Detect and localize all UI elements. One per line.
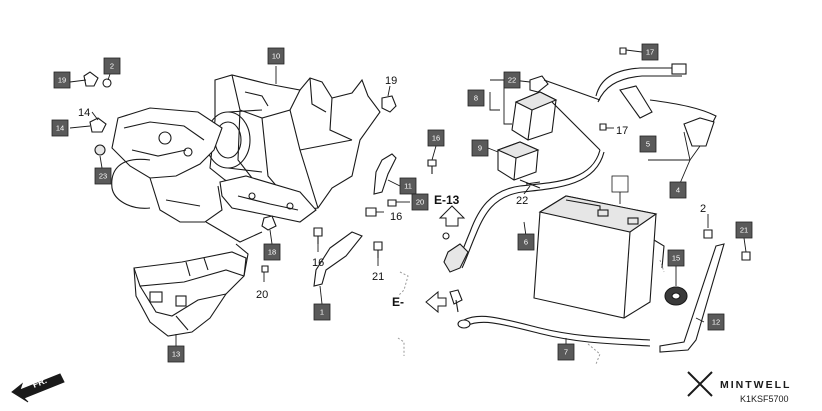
svg-text:11: 11 xyxy=(404,182,412,191)
svg-text:23: 23 xyxy=(99,172,107,181)
callout-20: 20 xyxy=(411,193,429,211)
callout-21: 21 xyxy=(735,221,753,239)
callout-5: 5 xyxy=(639,135,657,153)
svg-text:8: 8 xyxy=(474,94,478,103)
svg-text:22: 22 xyxy=(508,76,516,85)
ref-e13: E-13 xyxy=(434,193,460,207)
front-direction-arrow: FR. xyxy=(11,373,65,403)
callout-8: 8 xyxy=(467,89,485,107)
callout-16: 16 xyxy=(427,129,445,147)
brand-logo: MINTWELL K1KSF5700 xyxy=(687,371,791,404)
callout-3 xyxy=(611,175,629,193)
label-22: 22 xyxy=(516,195,528,207)
callout-9: 9 xyxy=(471,139,489,157)
diagram-code: K1KSF5700 xyxy=(740,394,789,404)
fuse-box xyxy=(511,75,601,151)
reference-arrows xyxy=(425,205,466,314)
callout-13: 13 xyxy=(167,345,185,363)
svg-text:20: 20 xyxy=(416,198,424,207)
callout-11: 11 xyxy=(399,177,417,195)
svg-text:2: 2 xyxy=(110,62,114,71)
callout-7: 7 xyxy=(557,343,575,361)
svg-text:16: 16 xyxy=(432,134,440,143)
battery-stay xyxy=(659,229,751,353)
starter-relay xyxy=(496,141,541,189)
callout-14: 14 xyxy=(51,119,69,137)
label-16-b: 16 xyxy=(312,257,324,269)
callout-2: 2 xyxy=(103,57,121,75)
battery xyxy=(533,195,665,319)
label-17: 17 xyxy=(616,125,628,137)
svg-text:14: 14 xyxy=(56,124,64,133)
callout-18: 18 xyxy=(263,243,281,261)
callout-4: 4 xyxy=(669,181,687,199)
svg-text:5: 5 xyxy=(646,140,650,149)
svg-text:15: 15 xyxy=(672,254,680,263)
label-20: 20 xyxy=(256,289,268,301)
callout-6: 6 xyxy=(517,233,535,251)
callout-22: 22 xyxy=(503,71,521,89)
svg-text:12: 12 xyxy=(712,318,720,327)
ground-cable xyxy=(449,289,651,347)
lower-tray xyxy=(133,243,249,337)
callout-1: 1 xyxy=(313,303,331,321)
svg-text:6: 6 xyxy=(524,238,528,247)
svg-text:7: 7 xyxy=(564,348,568,357)
leader-lines xyxy=(69,49,747,346)
callout-23: 23 xyxy=(94,167,112,185)
svg-text:19: 19 xyxy=(58,76,66,85)
label-21: 21 xyxy=(372,271,384,283)
phantom-outlines xyxy=(397,259,665,365)
svg-text:21: 21 xyxy=(740,226,748,235)
label-19: 19 xyxy=(385,75,397,87)
positive-cable xyxy=(442,149,605,273)
battery-box-housing xyxy=(111,74,381,243)
callout-10: 10 xyxy=(267,47,285,65)
svg-text:1: 1 xyxy=(320,308,324,317)
callout-15: 15 xyxy=(667,249,685,267)
callout-19: 19 xyxy=(53,71,71,89)
left-small-parts xyxy=(83,71,437,287)
svg-text:13: 13 xyxy=(172,350,180,359)
callout-17: 17 xyxy=(641,43,659,61)
brand-name: MINTWELL xyxy=(720,379,791,391)
callout-12: 12 xyxy=(707,313,725,331)
label-14: 14 xyxy=(78,107,90,119)
negative-cable xyxy=(595,47,717,147)
label-16-a: 16 xyxy=(390,211,402,223)
svg-text:18: 18 xyxy=(268,248,276,257)
svg-text:17: 17 xyxy=(646,48,654,57)
svg-text:10: 10 xyxy=(272,52,280,61)
label-2: 2 xyxy=(700,203,706,215)
ref-e: E- xyxy=(392,295,404,309)
svg-text:4: 4 xyxy=(676,186,680,195)
svg-text:9: 9 xyxy=(478,144,482,153)
